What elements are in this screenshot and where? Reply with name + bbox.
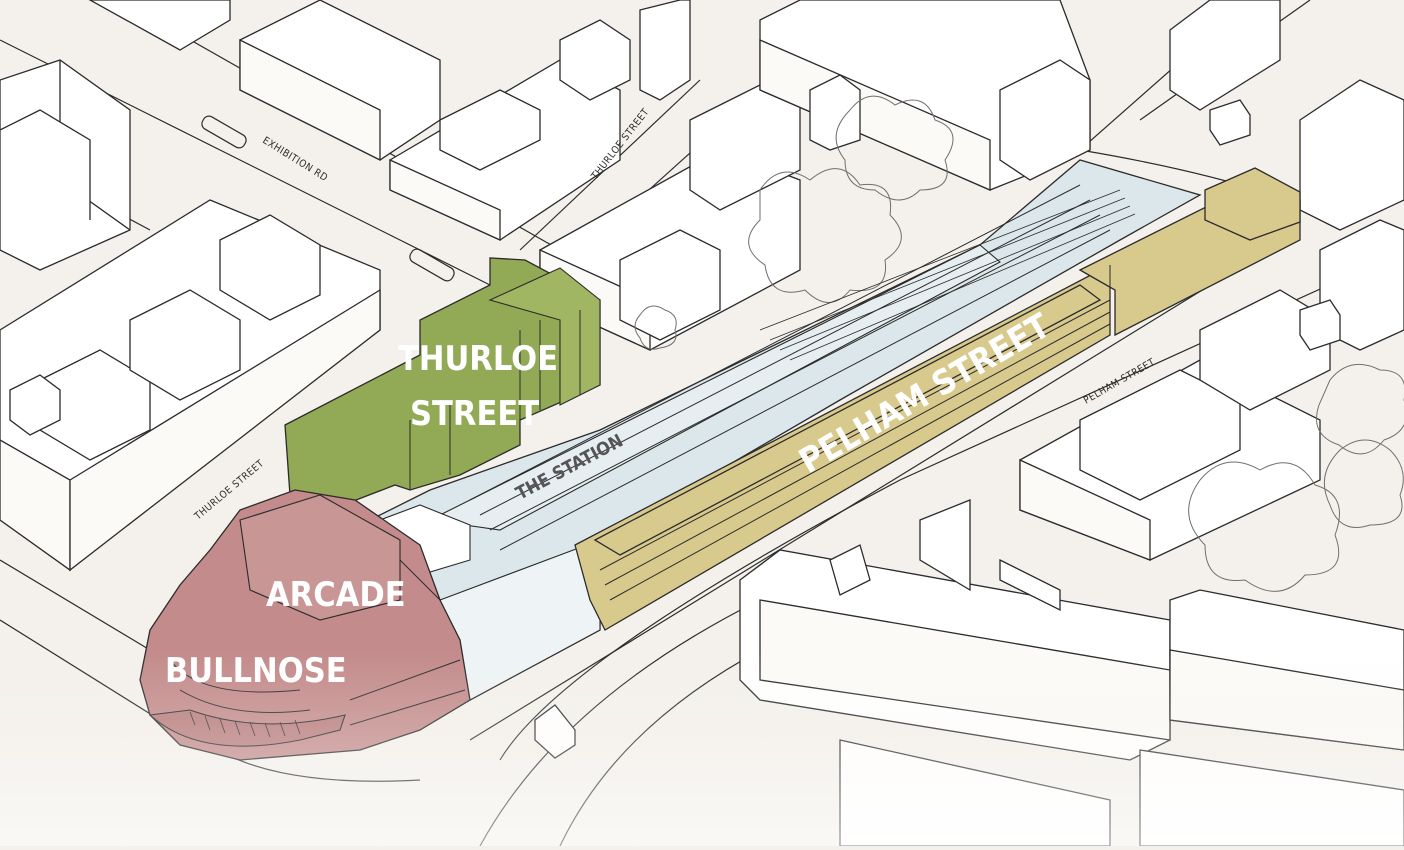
zone-thurloe-street xyxy=(284,257,601,511)
label-bullnose: BULLNOSE xyxy=(165,651,347,691)
label-arcade: ARCADE xyxy=(266,575,406,615)
label-thurloe-street-line2: STREET xyxy=(410,394,539,434)
bottom-fade xyxy=(0,650,1404,846)
zone-pelham-street xyxy=(574,167,1301,631)
label-thurloe-street-line1: THURLOE xyxy=(398,339,558,379)
street-label-exhibition-rd: EXHIBITION RD xyxy=(260,135,329,184)
tree-canopies xyxy=(634,95,1404,592)
